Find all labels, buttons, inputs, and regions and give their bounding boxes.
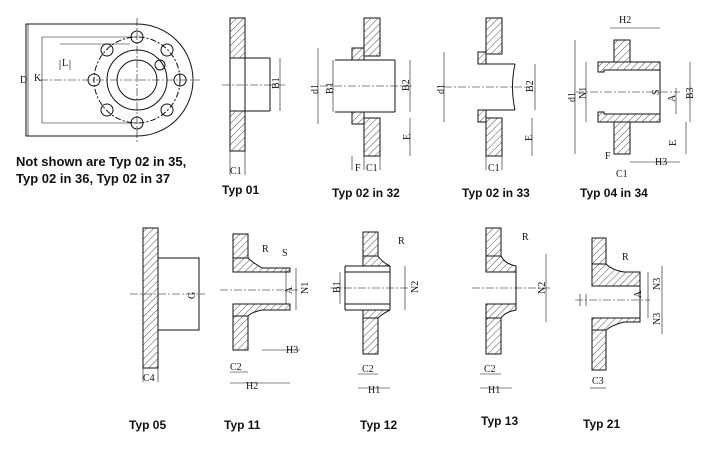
caption-typ-12: Typ 12 [360, 418, 397, 432]
label-r: R [622, 252, 629, 263]
label-s: S [651, 89, 662, 95]
type-12-drawing: R B1 N2 C2 H1 [330, 231, 421, 396]
label-f: F [605, 151, 611, 162]
label-b2: B2 [525, 80, 536, 92]
label-r: R [262, 244, 269, 255]
label-c2: C2 [230, 362, 242, 373]
caption-typ-05: Typ 05 [129, 418, 166, 432]
type-02-in-33-drawing: d1 B2 E C1 [436, 17, 536, 174]
label-k: K [34, 73, 42, 84]
label-h2: H2 [619, 15, 631, 26]
label-b1: B1 [325, 82, 336, 94]
label-r: R [522, 232, 529, 243]
note-line-2: Typ 02 in 36, Typ 02 in 37 [16, 171, 171, 186]
label-n3-upper: N3 [652, 278, 663, 290]
label-b1: B1 [332, 281, 343, 293]
label-h3: H3 [286, 345, 298, 356]
caption-typ-11: Typ 11 [224, 418, 261, 432]
label-c2: C2 [484, 364, 496, 375]
caption-typ-02-in-32: Typ 02 in 32 [332, 186, 400, 200]
caption-typ-13: Typ 13 [481, 414, 518, 428]
type-01-drawing: B1 C1 [222, 17, 285, 177]
caption-typ-01: Typ 01 [222, 183, 259, 197]
label-g: G [187, 292, 198, 299]
type-11-drawing: R S A N1 C2 H3 H2 [220, 233, 311, 392]
label-n2: N2 [410, 281, 421, 293]
label-e: E [668, 140, 679, 146]
type-04-in-34-drawing: H2 d1 N1 S A B3 E F C1 H3 [567, 15, 696, 180]
label-c4: C4 [143, 373, 155, 384]
label-e: E [402, 134, 413, 140]
label-n3-lower: N3 [652, 313, 663, 325]
label-h3: H3 [655, 157, 667, 168]
caption-typ-04-in-34: Typ 04 in 34 [580, 186, 648, 200]
label-d1: d1 [567, 92, 578, 102]
caption-typ-02-in-33: Typ 02 in 33 [462, 186, 530, 200]
label-n1: N1 [300, 282, 311, 294]
label-e: E [524, 135, 535, 141]
type-13-drawing: R N2 C2 H1 [472, 227, 550, 396]
label-c3: C3 [592, 376, 604, 387]
label-h1: H1 [488, 385, 500, 396]
label-b2: B2 [401, 79, 412, 91]
label-s: S [282, 248, 288, 259]
label-c2: C2 [362, 364, 374, 375]
label-d1: d1 [310, 84, 321, 94]
label-b3: B3 [685, 87, 696, 99]
type-02-in-32-drawing: d1 B1 B2 E F C1 [310, 17, 413, 174]
label-f: F [355, 163, 361, 174]
label-c1: C1 [230, 166, 242, 177]
label-a: A [284, 286, 295, 294]
omitted-types-note: Not shown are Typ 02 in 35, Typ 02 in 36… [16, 153, 186, 187]
label-l: L [62, 58, 68, 69]
caption-typ-21: Typ 21 [583, 417, 620, 431]
note-line-1: Not shown are Typ 02 in 35, [16, 154, 187, 169]
label-h2: H2 [246, 381, 258, 392]
label-c1: C1 [488, 163, 500, 174]
label-n1: N1 [578, 87, 589, 99]
label-a: A [667, 94, 678, 102]
label-h1: H1 [368, 385, 380, 396]
type-21-drawing: R A N3 N3 C3 [575, 237, 663, 389]
label-a: A [633, 290, 644, 298]
label-d: D [20, 75, 27, 86]
flange-front-view: D K L [20, 18, 200, 142]
label-c1: C1 [366, 163, 378, 174]
label-n2: N2 [537, 282, 548, 294]
label-c1: C1 [616, 169, 628, 180]
label-b1: B1 [271, 77, 282, 89]
label-d1: d1 [436, 84, 447, 94]
type-05-drawing: G C4 [130, 227, 205, 384]
label-r: R [398, 236, 405, 247]
